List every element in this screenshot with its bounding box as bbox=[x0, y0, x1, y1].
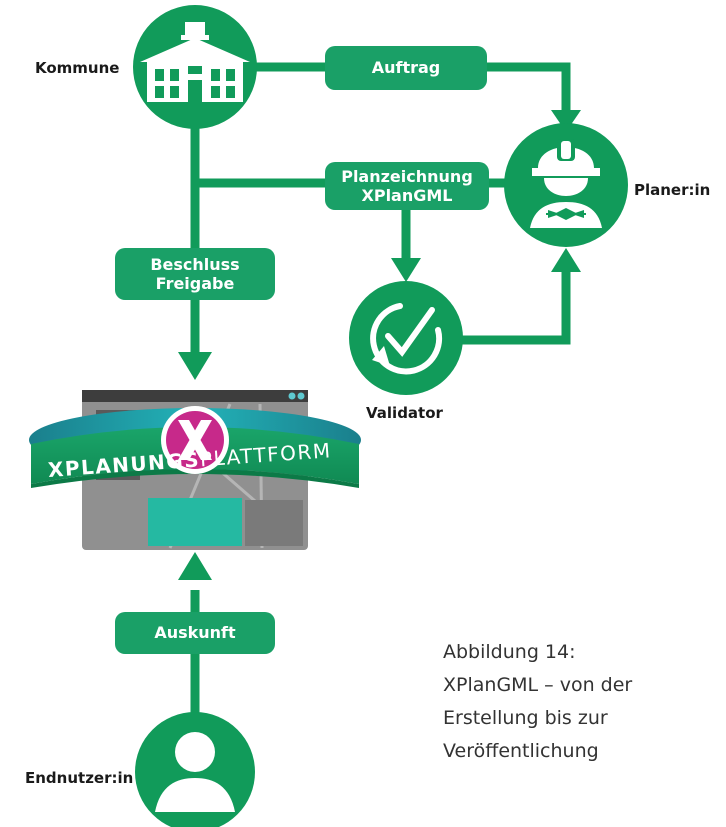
x-logo-icon bbox=[178, 420, 212, 460]
caption-line1: Abbildung 14: bbox=[443, 641, 576, 663]
arrow-to-planer-top bbox=[551, 110, 581, 132]
engineer-icon bbox=[530, 139, 602, 228]
planer-node bbox=[504, 123, 628, 247]
caption-line2: XPlanGML – von der bbox=[443, 674, 633, 696]
arrowheads bbox=[178, 110, 581, 580]
kommune-node bbox=[133, 5, 257, 129]
auftrag-label: Auftrag bbox=[371, 58, 441, 77]
town-hall-icon bbox=[140, 22, 250, 102]
auskunft-label: Auskunft bbox=[154, 623, 236, 642]
cycle-arrowhead bbox=[372, 346, 390, 366]
arrow-to-validator bbox=[391, 258, 421, 282]
beschluss-line2: Freigabe bbox=[155, 274, 235, 293]
user-icon bbox=[155, 732, 235, 812]
pill-auskunft bbox=[115, 612, 275, 654]
planzeichnung-line1: Planzeichnung bbox=[341, 167, 473, 186]
beschluss-label: Beschluss Freigabe bbox=[115, 255, 275, 293]
pill-planzeichnung bbox=[325, 162, 489, 210]
planzeichnung-line2: XPlanGML bbox=[361, 186, 453, 205]
validator-label: Validator bbox=[366, 404, 443, 422]
planzeichnung-label: Planzeichnung XPlanGML bbox=[325, 167, 489, 205]
caption-line3: Erstellung bis zur bbox=[443, 707, 608, 729]
beschluss-line1: Beschluss bbox=[150, 255, 240, 274]
endnutzer-label: Endnutzer:in bbox=[25, 769, 134, 787]
planer-label: Planer:in bbox=[634, 181, 711, 199]
endnutzer-node bbox=[135, 712, 255, 827]
line-validator-to-planer bbox=[462, 270, 571, 345]
line-kommune-to-auftrag bbox=[195, 62, 571, 112]
arrow-to-platform-bottom bbox=[178, 552, 212, 580]
arrow-to-platform-top bbox=[178, 352, 212, 380]
validator-node bbox=[349, 281, 463, 395]
arrow-to-planer-bottom bbox=[551, 248, 581, 272]
pill-auftrag bbox=[325, 46, 487, 90]
check-cycle-icon bbox=[370, 303, 443, 375]
caption-line4: Veröffentlichung bbox=[443, 740, 599, 762]
xplanungsplattform-graphic bbox=[29, 390, 361, 550]
pill-beschluss bbox=[115, 248, 275, 300]
kommune-label: Kommune bbox=[35, 59, 120, 77]
flow-pills bbox=[115, 46, 489, 654]
figure-caption: Abbildung 14: XPlanGML – von der Erstell… bbox=[443, 636, 632, 768]
